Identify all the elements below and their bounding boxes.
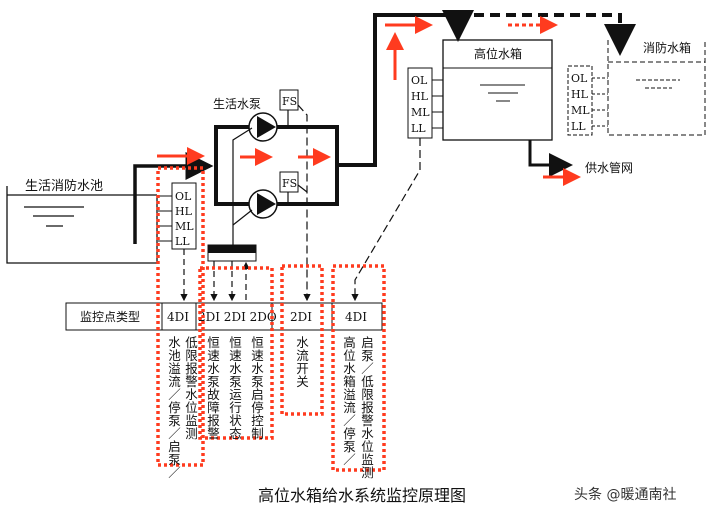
pump-bottom	[248, 189, 278, 219]
pool-level-sensor: OL HL ML LL	[158, 182, 197, 250]
fire-tank	[607, 40, 706, 136]
supply-network-label: 供水管网	[585, 160, 633, 175]
description-text: 恒速水泵运行状态	[227, 336, 242, 440]
caption: 高位水箱给水系统监控原理图	[258, 486, 467, 505]
svg-text:HL: HL	[175, 205, 193, 218]
svg-text:OL: OL	[571, 72, 588, 85]
description-text: 高位水箱溢流／停泵／	[341, 336, 356, 466]
table-cell: 4DI	[167, 310, 189, 324]
pool-label: 生活消防水池	[25, 178, 103, 194]
svg-text:LL: LL	[411, 122, 426, 135]
pool-tank	[6, 186, 158, 264]
fs-label-top: FS	[282, 95, 297, 108]
fs-label-bottom: FS	[282, 177, 297, 190]
svg-text:ML: ML	[571, 104, 590, 117]
svg-text:OL: OL	[175, 190, 192, 203]
watermark: 头条 @暖通南社	[574, 487, 677, 503]
pump-top	[248, 112, 278, 142]
table-cell: 2DI	[290, 310, 312, 324]
fire-tank-label: 消防水箱	[643, 40, 691, 55]
high-tank	[442, 39, 553, 141]
control-wiring	[180, 104, 421, 302]
fire-tank-level-sensor: OL HL ML LL	[567, 65, 608, 136]
description-text: 启泵／低限报警水位监测	[359, 336, 374, 479]
svg-text:LL: LL	[571, 120, 586, 133]
pump-label: 生活水泵	[213, 97, 261, 111]
svg-text:OL: OL	[411, 74, 428, 87]
flow-switch-top	[279, 89, 299, 111]
flow-switch-bottom	[279, 171, 299, 193]
pump-piping	[133, 10, 636, 244]
description-text: 水池溢流／停泵／启泵／	[166, 336, 181, 479]
high-tank-level-sensor: OL HL ML LL	[407, 67, 443, 139]
controller	[207, 244, 257, 262]
description-text: 水流开关	[294, 336, 309, 388]
description-text: 恒速水泵启停控制	[249, 336, 264, 440]
svg-text:HL: HL	[571, 88, 589, 101]
highlight-boxes	[156, 166, 386, 472]
svg-text:HL: HL	[411, 90, 429, 103]
svg-text:LL: LL	[175, 235, 190, 248]
svg-text:ML: ML	[175, 220, 194, 233]
description-text: 恒速水泵故障报警	[205, 336, 220, 440]
high-tank-label: 高位水箱	[474, 46, 522, 61]
table-cell: 2DI 2DI 2DO	[198, 310, 277, 324]
description-text: 低限报警水位监测	[183, 336, 198, 440]
table-cell: 4DI	[345, 310, 367, 324]
flow-arrows	[157, 16, 581, 186]
table-header: 监控点类型	[80, 310, 140, 324]
svg-text:ML: ML	[411, 106, 430, 119]
